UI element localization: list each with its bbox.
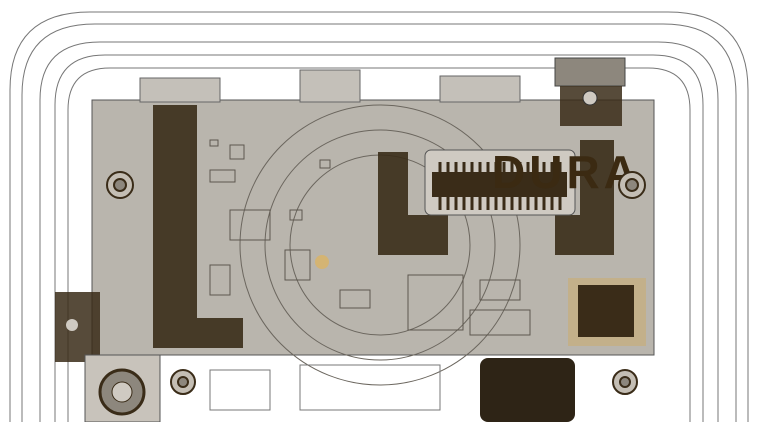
- bottom-module: [480, 358, 575, 422]
- bottom-traces: [209, 364, 441, 411]
- screw-icon: [582, 90, 598, 106]
- connector-shield: [378, 140, 614, 255]
- connector-pins: [438, 162, 562, 210]
- board-tabs: [139, 69, 521, 103]
- screws: [106, 171, 646, 395]
- screw-icon: [66, 319, 78, 331]
- device-shell: [9, 11, 749, 422]
- shield-l: [153, 105, 243, 348]
- led-glow: [315, 255, 329, 269]
- lens-icon: [111, 381, 133, 403]
- bracket: [554, 57, 626, 87]
- smd-components: [209, 139, 531, 336]
- board-label: DURA: [492, 146, 641, 198]
- chip: [578, 285, 634, 337]
